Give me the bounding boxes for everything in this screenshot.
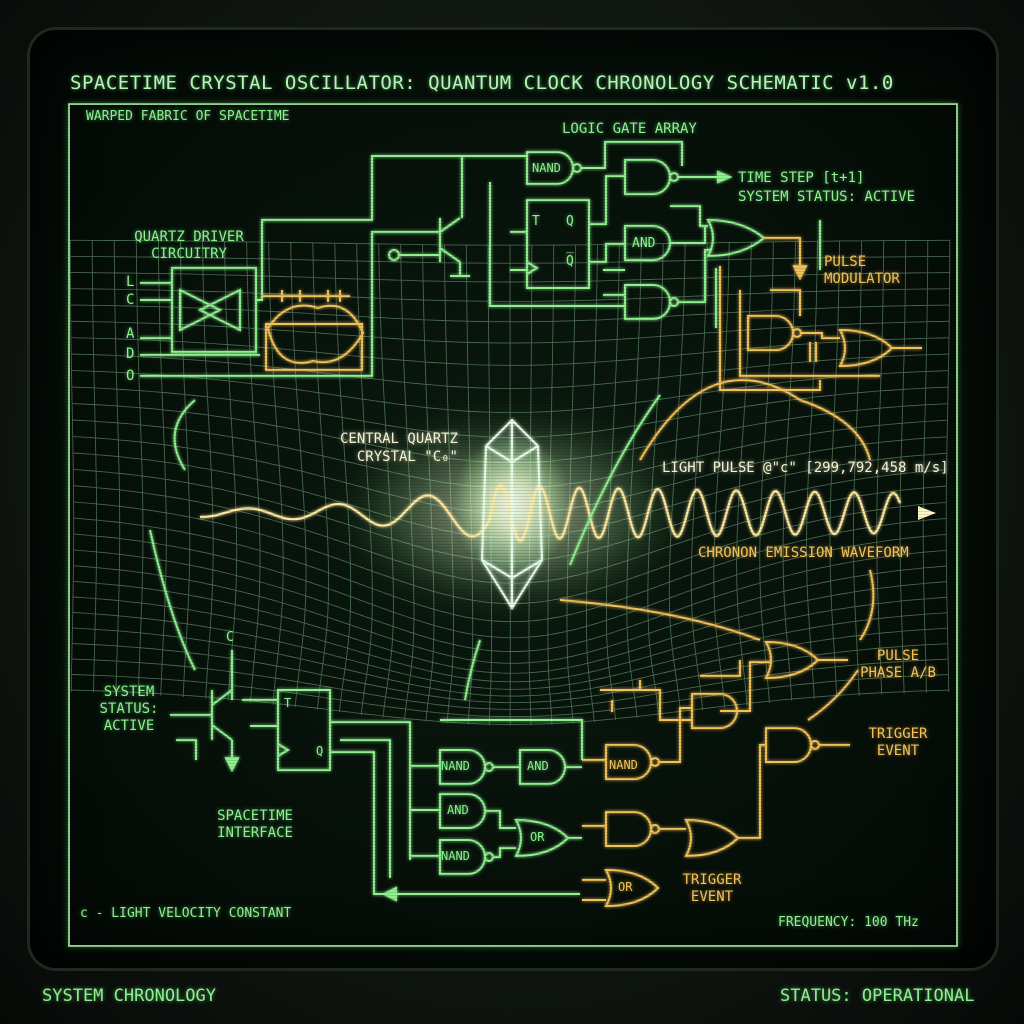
light-pulse-label: LIGHT PULSE @"c" [299,792,458 m/s] [662,460,949,476]
grid-line-v [224,241,238,701]
quartz-driver-label: QUARTZ DRIVER CIRCUITRY [114,229,264,263]
pulse-modulator-label-line2: MODULATOR [824,271,900,287]
central-crystal-label-line1: CENTRAL QUARTZ [339,431,458,447]
grid-line-v [852,240,863,696]
or-gate-top [706,218,766,258]
gate-nand-b3: NAND [441,849,470,863]
grid-line-v [91,240,98,693]
footer-system-chronology: SYSTEM CHRONOLOGY [42,986,216,1006]
pulse-modulator-label: PULSE MODULATOR [824,254,900,288]
chronon-waveform [200,483,902,543]
quartz-crystal [480,418,544,610]
grid-line-v [945,240,951,693]
green-circuitry-bottom [170,650,583,902]
grid-line-v [246,241,261,703]
trigger-event-bottom-line2: EVENT [690,889,734,905]
spacetime-interface-line2: INTERFACE [217,825,293,841]
grid-line-v [806,241,818,699]
system-status-left-label: SYSTEM STATUS: ACTIVE [96,684,162,735]
ff-qbar-top: Q̅ [566,254,574,269]
footer-status: STATUS: OPERATIONAL [780,986,975,1006]
grid-line-v [135,240,144,695]
grid-line-v [782,241,796,701]
time-step-label: TIME STEP [t+1] [738,170,865,186]
driver-pin-c: C [126,292,135,308]
gate-and-b2: AND [447,803,469,817]
amber-circuitry [262,237,922,908]
gate-and-b1: AND [527,759,549,773]
chronon-waveform-label: CHRONON EMISSION WAVEFORM [698,545,909,561]
trigger-event-bottom-line1: TRIGGER [682,872,742,888]
pulse-phase-label-line2: PHASE A/B [860,665,936,681]
grid-line-v [759,241,774,703]
pulse-modulator-label-line1: PULSE [824,254,867,270]
gate-nand-top: NAND [532,161,561,175]
trigger-event-right-label-line1: TRIGGER [868,726,928,742]
grid-line-v [690,242,708,711]
green-circuitry-top [140,141,733,377]
grid-line-v [876,240,885,695]
central-crystal-label: CENTRAL QUARTZ CRYSTAL "C₀" [318,430,458,466]
grid-line-v [69,240,75,693]
pulse-phase-label-line1: PULSE [876,648,920,664]
system-status-left-line2: STATUS: [99,701,159,717]
quartz-driver-label-line1: QUARTZ DRIVER [134,229,244,245]
logic-gate-array-label: LOGIC GATE ARRAY [562,121,697,137]
spacetime-interface-label: SPACETIME INTERFACE [200,808,310,842]
central-crystal-label-line2: CRYSTAL "C₀" [356,449,458,465]
system-status-left-line3: ACTIVE [103,718,155,734]
light-velocity-label: c - LIGHT VELOCITY CONSTANT [80,906,292,921]
pulse-phase-label: PULSE PHASE A/B [846,648,950,682]
grid-line-v [312,242,330,710]
grid-line-v [113,240,121,694]
system-status-left-line1: SYSTEM [103,684,155,700]
driver-pin-o: O [126,368,135,384]
gate-nand-b1: NAND [441,759,470,773]
flow-arrows [149,220,821,701]
trigger-event-bottom-label: TRIGGER EVENT [672,872,752,906]
schematic-frame [68,103,958,947]
ff-t-bottom: T [284,696,292,710]
trigger-event-right-label-line2: EVENT [876,743,920,759]
grid-line-v [922,240,929,693]
light-pulse-arrowhead [918,506,936,520]
grid-line-v [157,240,167,696]
gate-nand-amber: NAND [609,758,638,772]
spacetime-grid [69,239,951,726]
system-status-top-label: SYSTEM STATUS: ACTIVE [738,189,916,205]
grid-line-v [736,242,752,706]
page-title: SPACETIME CRYSTAL OSCILLATOR: QUANTUM CL… [70,72,894,94]
trigger-event-right-label: TRIGGER EVENT [858,726,938,760]
gate-and-top: AND [632,236,656,251]
frequency-label: FREQUENCY: 100 THz [778,915,919,930]
gate-or-b4: OR [530,830,545,844]
driver-pin-l: L [126,274,135,290]
ff-t-top: T [532,214,540,229]
ff-q-bottom: Q [316,744,324,758]
ff-q-top: Q [566,214,574,229]
quartz-driver-label-line2: CIRCUITRY [151,246,227,262]
c-label: C [226,630,234,645]
grid-line-v [899,240,907,694]
amber-arrows [559,379,875,721]
grid-line-v [829,240,840,698]
grid-line-v [180,240,191,698]
driver-pin-d: D [126,346,135,362]
grid-line-v [202,241,214,699]
gate-or-amber: OR [618,880,633,894]
driver-pin-a: A [126,326,135,342]
frame-label: WARPED FABRIC OF SPACETIME [86,109,290,124]
spacetime-interface-line1: SPACETIME [217,808,293,824]
